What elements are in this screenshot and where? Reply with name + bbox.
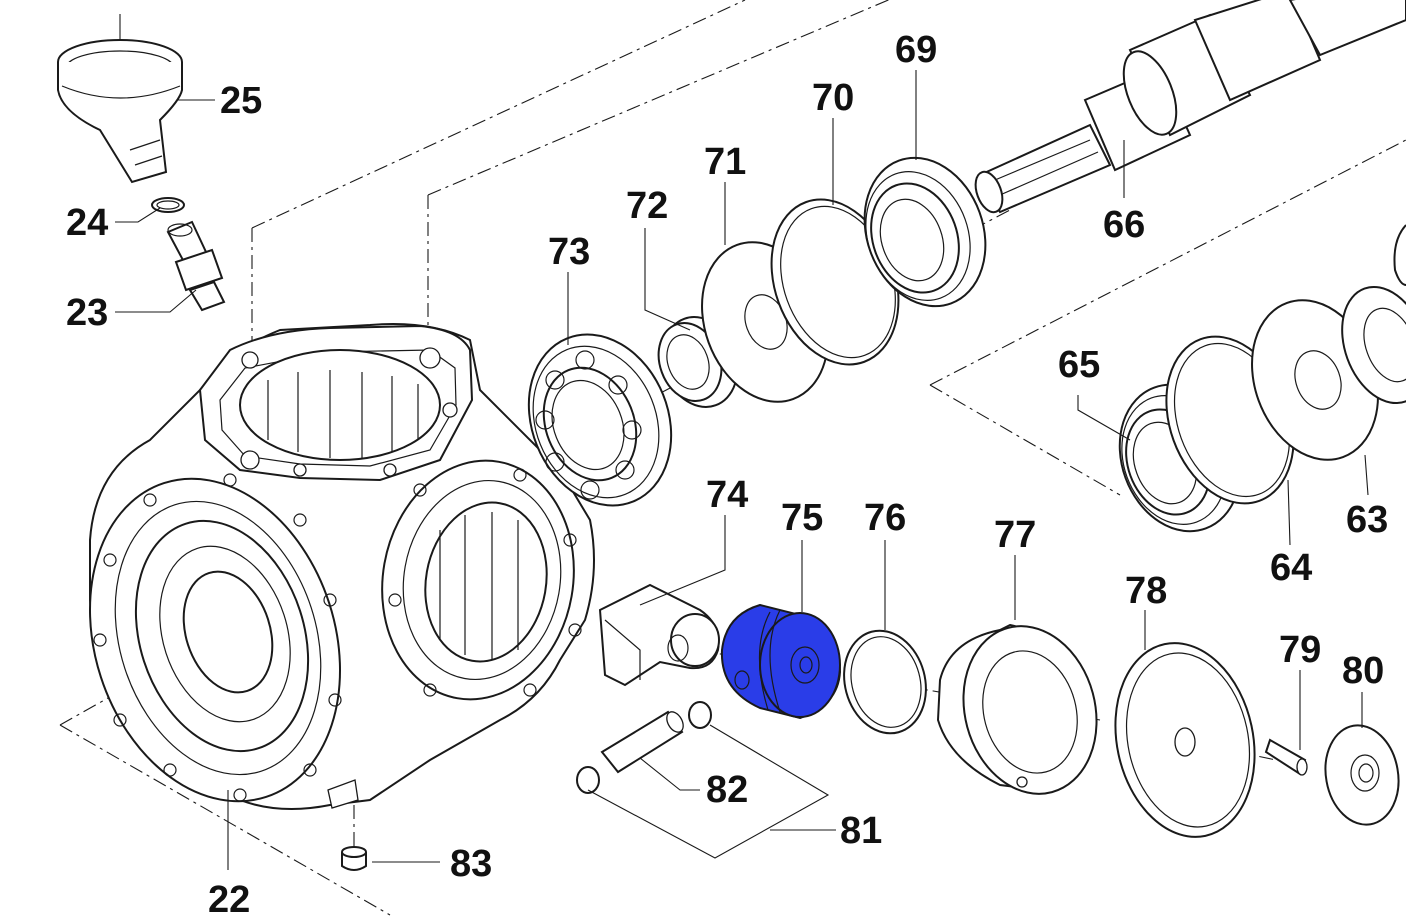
callout-79[interactable]: 79: [1279, 629, 1321, 671]
part-69-tapered-bearing[interactable]: [845, 141, 1006, 324]
callout-80[interactable]: 80: [1342, 650, 1384, 692]
callout-81[interactable]: 81: [840, 810, 882, 852]
callout-66[interactable]: 66: [1103, 204, 1145, 246]
part-76-snap-ring[interactable]: [833, 621, 937, 742]
part-83-plug[interactable]: [341, 805, 367, 871]
part-80-cap[interactable]: [1318, 720, 1406, 831]
callout-25[interactable]: 25: [220, 80, 262, 122]
callout-63[interactable]: 63: [1346, 499, 1388, 541]
part-73-ball-bearing[interactable]: [504, 313, 696, 527]
part-78-cover[interactable]: [1098, 630, 1272, 850]
part-22-housing[interactable]: [50, 323, 595, 834]
callout-78[interactable]: 78: [1125, 570, 1167, 612]
part-25-funnel[interactable]: [57, 14, 183, 184]
callout-24[interactable]: 24: [66, 202, 108, 244]
leader-lines: [115, 70, 1369, 870]
callout-65[interactable]: 65: [1058, 344, 1100, 386]
callout-69[interactable]: 69: [895, 29, 937, 71]
part-79-pin[interactable]: [1264, 738, 1308, 776]
callout-70[interactable]: 70: [812, 77, 854, 119]
part-77-cup[interactable]: [936, 611, 1115, 809]
part-23-fitting[interactable]: [166, 220, 226, 312]
callout-71[interactable]: 71: [704, 141, 746, 183]
callout-77[interactable]: 77: [994, 514, 1036, 556]
callout-76[interactable]: 76: [864, 497, 906, 539]
part-66-pinion-shaft[interactable]: [971, 0, 1406, 216]
part-81-circlips[interactable]: [576, 701, 712, 794]
partial-parts-right-edge: [1341, 224, 1406, 405]
callout-72[interactable]: 72: [626, 185, 668, 227]
callout-74[interactable]: 74: [706, 474, 748, 516]
part-75-piston-highlighted[interactable]: [720, 603, 842, 720]
callout-22[interactable]: 22: [208, 879, 250, 921]
callout-labels: 22 23 24 25 63 64 65 66 69 70 71 72 73 7…: [66, 29, 1388, 921]
callout-73[interactable]: 73: [548, 231, 590, 273]
callout-83[interactable]: 83: [450, 843, 492, 885]
part-74-yoke[interactable]: [598, 583, 720, 687]
callout-64[interactable]: 64: [1270, 547, 1312, 589]
callout-82[interactable]: 82: [706, 769, 748, 811]
part-82-pin[interactable]: [600, 709, 687, 774]
callout-75[interactable]: 75: [781, 497, 823, 539]
callout-23[interactable]: 23: [66, 292, 108, 334]
